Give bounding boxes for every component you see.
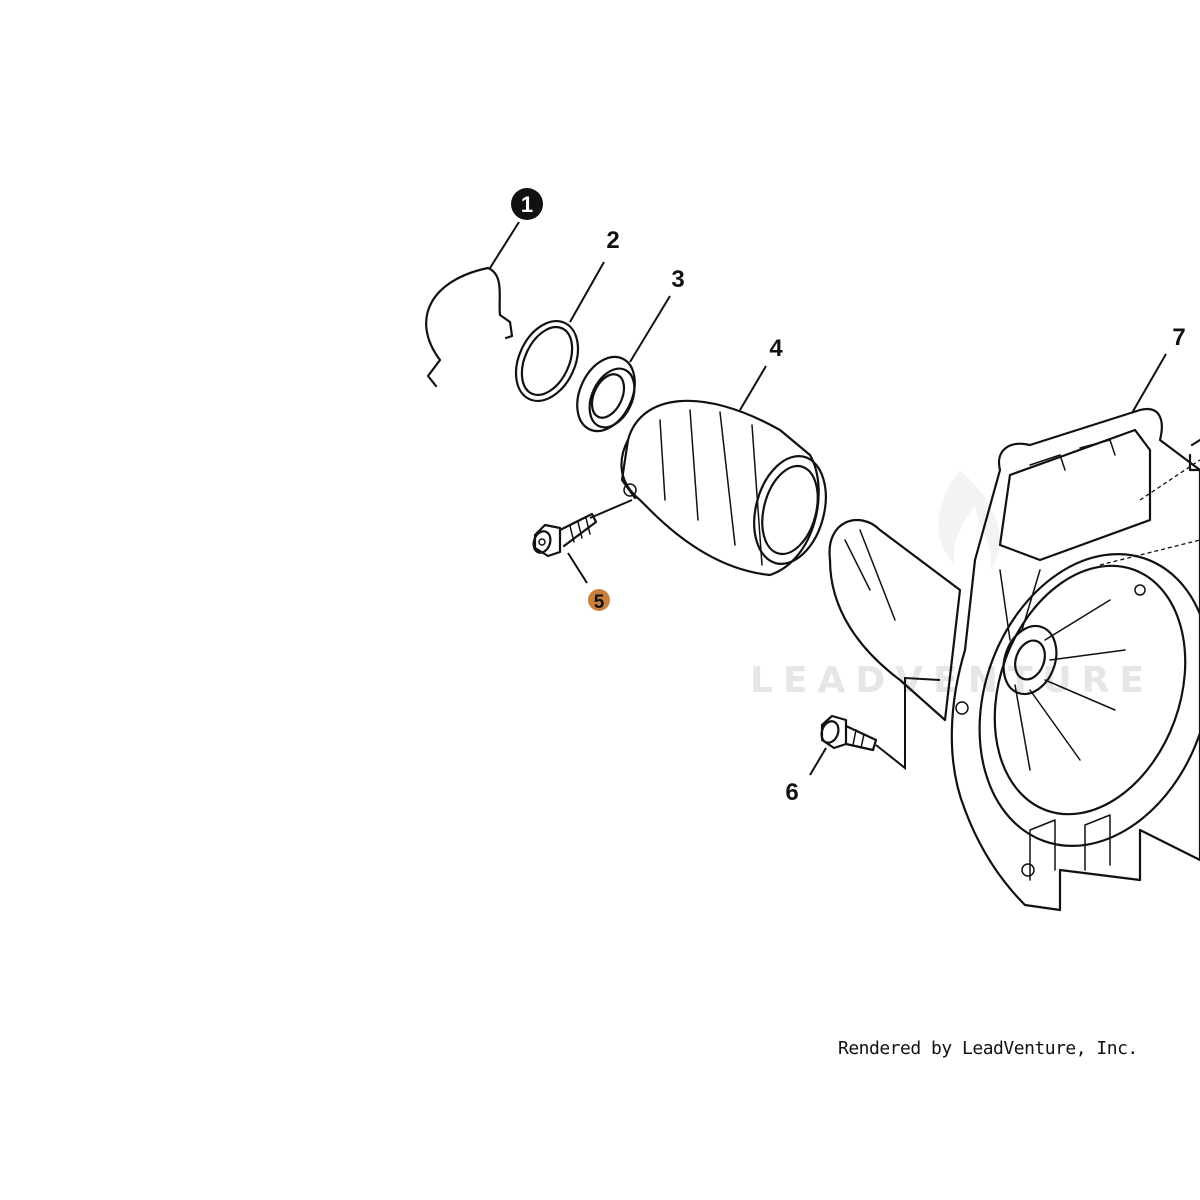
- leader-lines: [489, 221, 1167, 776]
- part-6-screw[interactable]: [819, 714, 878, 752]
- callout-1-badge: [511, 188, 543, 220]
- leader-6-to-part7: [875, 676, 941, 771]
- leader-5-to-part4: [589, 499, 633, 519]
- part-2-o-ring[interactable]: [504, 311, 590, 411]
- part-1-wire-clip[interactable]: [425, 266, 514, 388]
- callout-5-badge: [588, 589, 610, 611]
- callout-7-label[interactable]: 7: [1172, 324, 1185, 351]
- callout-2-label[interactable]: 2: [606, 227, 619, 254]
- render-credit: Rendered by LeadVenture, Inc.: [838, 1038, 1138, 1059]
- leader-7: [1131, 353, 1167, 414]
- part-3-seal[interactable]: [566, 348, 646, 441]
- callout-1-label: 1: [521, 192, 533, 217]
- callout-5[interactable]: 5: [588, 589, 610, 613]
- part-5-screw[interactable]: [531, 512, 598, 558]
- leader-6: [809, 747, 827, 776]
- callout-3-label[interactable]: 3: [671, 266, 684, 293]
- callout-6-label[interactable]: 6: [785, 779, 798, 806]
- callout-5-label: 5: [594, 592, 605, 613]
- leader-4: [739, 365, 767, 411]
- leader-1: [489, 221, 520, 269]
- callout-4-label[interactable]: 4: [769, 335, 783, 362]
- flame-watermark-icon: [938, 470, 1000, 570]
- part-7-fan-housing[interactable]: [828, 407, 1200, 912]
- part-4-gear-case[interactable]: [620, 399, 837, 577]
- leader-2: [569, 261, 605, 323]
- callout-1[interactable]: 1: [511, 188, 543, 220]
- leader-5: [567, 552, 588, 584]
- leader-3: [629, 295, 671, 363]
